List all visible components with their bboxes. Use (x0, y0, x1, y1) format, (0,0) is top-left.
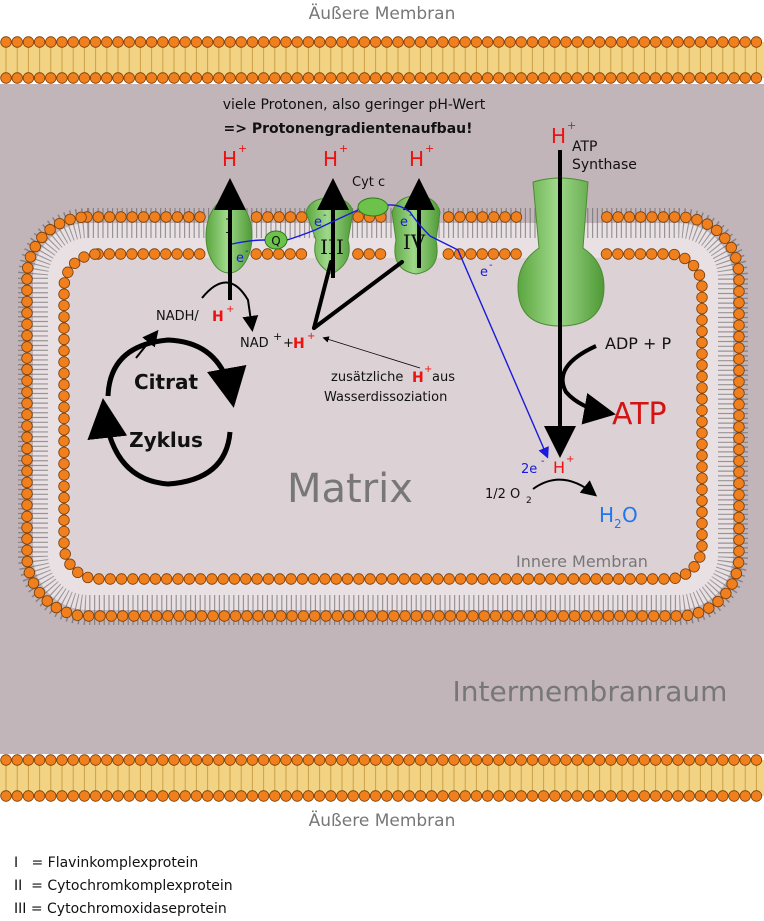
electron-path-3 (387, 204, 431, 237)
additional-proton-plus: + (424, 364, 432, 375)
inner-membrane-label: Innere Membran (516, 552, 648, 571)
h2o-o: O (622, 503, 638, 527)
proton-label-1: H (222, 147, 237, 171)
electron-path-4 (429, 235, 549, 459)
water-formation-arrow (532, 478, 598, 497)
electron-minus-4: - (489, 260, 493, 271)
electron-minus-3: - (409, 210, 413, 221)
proton-plus-4: + (567, 119, 576, 132)
link-iv-nad (312, 260, 404, 330)
outer-membrane-top-label: Äußere Membran (309, 3, 456, 24)
complex-iv-label: IV (403, 230, 426, 254)
matrix-label: Matrix (287, 466, 413, 512)
two-e-minus: - (541, 456, 545, 467)
outer-membrane-bottom-label: Äußere Membran (309, 810, 456, 831)
electron-label-3: e (400, 215, 408, 230)
proton-label-4: H (551, 124, 566, 148)
intermembrane-label: Intermembranraum (453, 675, 728, 708)
nad-plus: + (273, 330, 282, 343)
water-proton-plus: + (566, 454, 574, 465)
dissociation-pointer (322, 336, 421, 369)
adp-p-label: ADP + P (605, 334, 671, 353)
half-o2-label: 1/2 O (485, 487, 520, 502)
many-protons-text: viele Protonen, also geringer pH-Wert (223, 97, 486, 113)
proton-label-3: H (409, 147, 424, 171)
cyt-c-carrier (357, 197, 389, 217)
nadh-arrow (201, 281, 259, 332)
legend-item: I = Flavinkomplexprotein (14, 855, 199, 871)
inner-membrane (18, 208, 748, 625)
additional-aus: aus (432, 370, 455, 385)
electron-minus-1: - (245, 246, 249, 257)
citrate-cycle-arrow-bottom (87, 398, 233, 487)
citrate-cycle-arrow-top (105, 337, 247, 408)
legend: I = Flavinkomplexprotein II = Cytochromk… (14, 852, 233, 921)
atp-label: ATP (612, 397, 667, 432)
additional-label: zusätzliche (331, 370, 403, 385)
proton-label-2: H (323, 147, 338, 171)
h2o-h: H (599, 503, 614, 527)
legend-item: III = Cytochromoxidaseprotein (14, 901, 227, 917)
link-iii-nad (312, 260, 333, 330)
water-dissociation-label: Wasserdissoziation (324, 390, 447, 405)
q-label: Q (271, 234, 280, 248)
proton-plus-1: + (238, 142, 247, 155)
water-proton: H (553, 458, 565, 477)
nadh-proton-plus: + (226, 304, 234, 315)
nad-label: NAD (240, 336, 269, 351)
proton-plus-3: + (425, 142, 434, 155)
gradient-text: => Protonengradientenaufbau! (224, 121, 473, 137)
nad-proton: H (293, 336, 305, 352)
cycle-to-nadh-arrow (135, 329, 159, 359)
half-o2-sub: 2 (526, 496, 532, 506)
two-e-label: 2e (521, 462, 537, 477)
proton-plus-2: + (339, 142, 348, 155)
electron-minus-2: - (323, 210, 327, 221)
electron-label-2: e (314, 215, 322, 230)
h2o-sub: 2 (614, 517, 622, 531)
adp-to-atp-arrow (560, 344, 616, 425)
nadh-label: NADH/ (156, 309, 199, 324)
electron-label-1: e (236, 251, 244, 266)
outer-membrane-top (0, 36, 764, 84)
nad-plus-sign: + (283, 336, 294, 351)
cycle-label: Zyklus (129, 428, 203, 452)
atp-synthase-label-2: Synthase (572, 157, 637, 173)
atp-synthase-label-1: ATP (572, 139, 597, 155)
citrate-label: Citrat (134, 370, 198, 394)
mitochondria-diagram: Äußere Membran viele Protonen, also geri… (0, 3, 764, 831)
cyt-c-label: Cyt c (352, 175, 385, 190)
electron-path-1 (231, 239, 266, 245)
nadh-proton: H (212, 309, 224, 325)
electron-label-4: e (480, 265, 488, 280)
additional-proton: H (412, 370, 424, 386)
electron-path-2 (286, 209, 359, 241)
nad-proton-plus: + (307, 331, 315, 342)
outer-membrane-bottom (0, 754, 764, 802)
legend-item: II = Cytochromkomplexprotein (14, 878, 233, 894)
